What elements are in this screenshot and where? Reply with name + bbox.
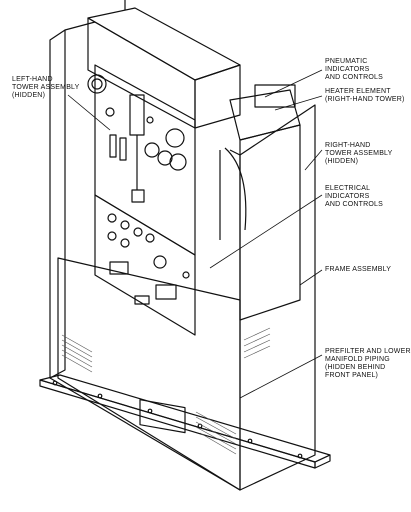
label-prefilter: PREFILTER AND LOWER MANIFOLD PIPING (HID…	[325, 348, 411, 379]
leader-lines	[67, 69, 323, 399]
label-right-hand-tower: RIGHT-HAND TOWER ASSEMBLY (HIDDEN)	[325, 142, 393, 165]
top-enclosure	[87, 0, 241, 129]
right-tower	[219, 84, 301, 321]
pneumatic-panel	[87, 64, 196, 256]
label-frame-assembly: FRAME ASSEMBLY	[325, 266, 392, 273]
label-heater: HEATER ELEMENT (RIGHT-HAND TOWER)	[325, 88, 405, 103]
front-panel	[57, 257, 241, 491]
electrical-panel	[94, 194, 196, 336]
label-pneumatic: PNEUMATIC INDICATORS AND CONTROLS	[325, 58, 384, 81]
label-electrical: ELECTRICAL INDICATORS AND CONTROLS	[325, 185, 384, 208]
vent-louvres	[61, 327, 271, 455]
label-left-hand-tower: LEFT-HAND TOWER ASSEMBLY (HIDDEN)	[12, 76, 80, 99]
